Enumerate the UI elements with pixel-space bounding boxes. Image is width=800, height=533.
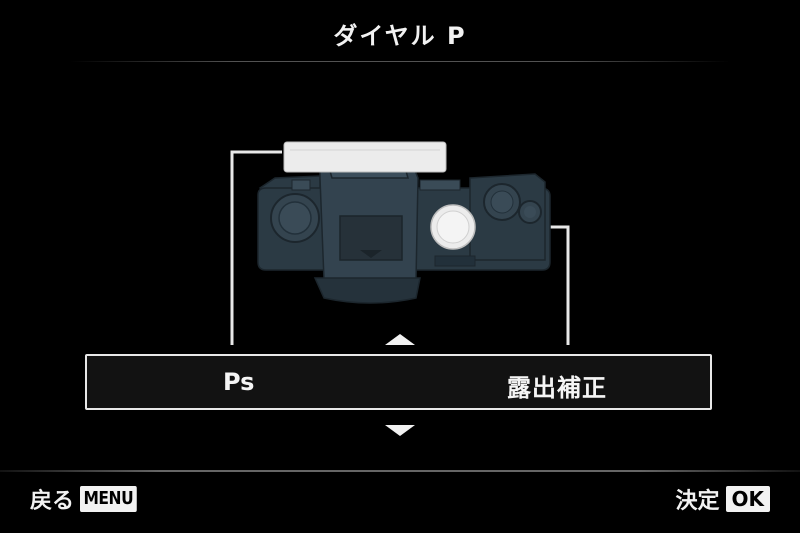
scroll-up-arrow-icon[interactable] <box>385 334 415 345</box>
page-title: ダイヤル P <box>333 22 467 50</box>
back-label: 戻る <box>30 489 75 514</box>
dial-function-selector[interactable]: Ps 露出補正 <box>85 354 712 410</box>
back-hint[interactable]: 戻る MENU <box>30 485 146 514</box>
ok-key-icon: OK <box>725 486 770 512</box>
menu-key-icon: MENU <box>80 486 137 512</box>
scroll-down-arrow-icon[interactable] <box>385 425 415 436</box>
front-dial-highlight <box>283 141 447 173</box>
confirm-hint[interactable]: 決定 OK <box>675 485 770 514</box>
camera-top-view-illustration <box>230 141 570 345</box>
confirm-label: 決定 <box>675 489 720 514</box>
front-dial-function-value: Ps <box>223 368 255 396</box>
rear-dial-function-value: 露出補正 <box>507 374 607 402</box>
footer-divider <box>0 470 800 472</box>
front-dial-connector-line <box>230 150 282 345</box>
header-divider <box>70 61 730 62</box>
